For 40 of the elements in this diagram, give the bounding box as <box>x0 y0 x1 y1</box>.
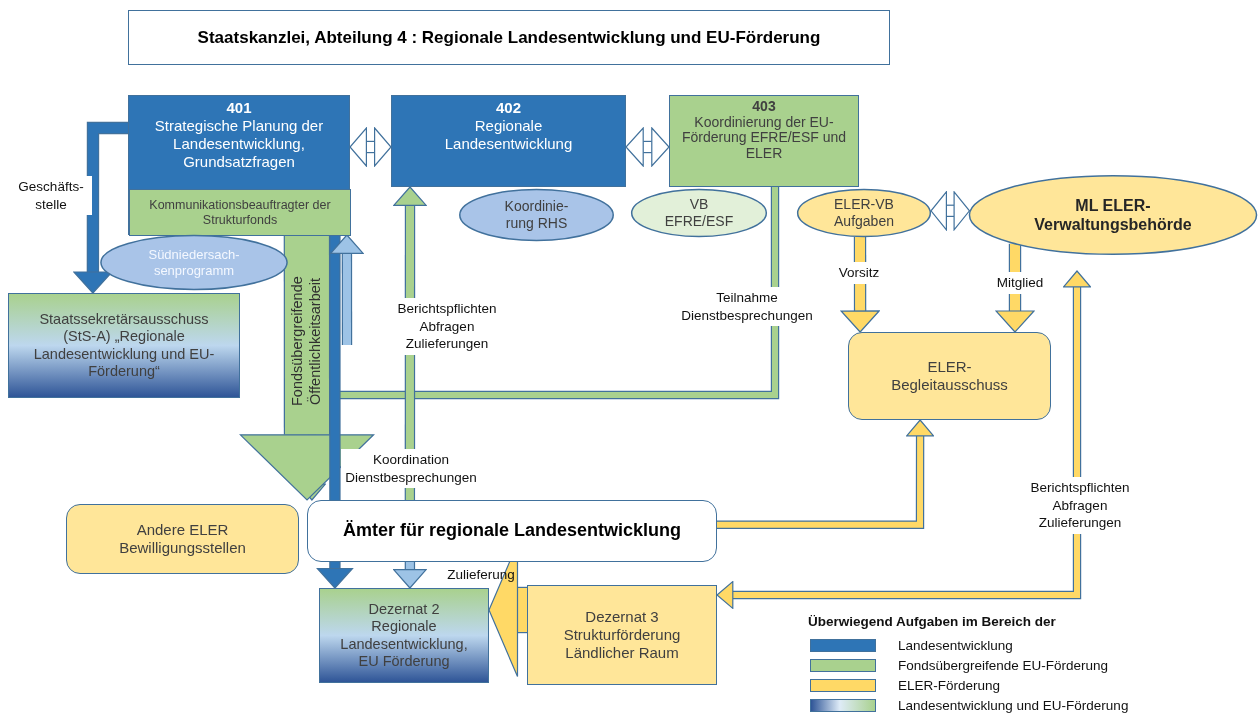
oval-shape <box>968 175 1258 255</box>
legend-text: Landesentwicklung <box>898 638 1013 653</box>
department-number: 402 <box>496 99 521 117</box>
department-box <box>669 95 859 187</box>
committee-box <box>848 332 1051 420</box>
node-text: ELER- Begleitausschuss <box>890 358 1009 394</box>
node-text: VB EFRE/ESF <box>663 196 735 230</box>
legend-text: Fondsübergreifende EU-Förderung <box>898 658 1109 673</box>
unit-box <box>527 585 717 685</box>
oval-shape <box>631 189 767 237</box>
committee-box <box>8 293 240 398</box>
oval-shape <box>100 235 288 290</box>
node-text: Strategische Planung der Landesentwicklung, Grundsatzfragen <box>153 117 325 171</box>
node-text: Koordinierung der EU- Förderung EFRE/ESF und ELER <box>680 114 848 162</box>
oval-shape <box>797 189 931 237</box>
node-text: Regionale Landesentwicklung <box>443 117 574 153</box>
legend-title: Überwiegend Aufgaben im Bereich der <box>808 614 1056 629</box>
legend-text: Landesentwicklung und EU-Förderung <box>898 698 1129 713</box>
role-band <box>129 189 351 236</box>
department-box <box>128 95 350 235</box>
legend-text: ELER-Förderung <box>898 678 1001 693</box>
diagram-title: Staatskanzlei, Abteilung 4 : Regionale Landesentwicklung und EU-Förderung <box>128 10 890 65</box>
oval-shape <box>459 189 614 241</box>
node-text: Dezernat 3 Strukturförderung Ländlicher Raum <box>562 608 682 662</box>
node-text: Staatssekretärsausschuss (StS-A) „Regionale Landesentwicklung und EU-Förderung“ <box>32 310 216 381</box>
node-text: Dezernat 2 Regionale Landesentwicklung, EU Förderung <box>340 600 468 671</box>
node-text: Ämter für regionale Landesentwicklung <box>342 520 682 542</box>
node-text: Andere ELER Bewilligungsstellen <box>118 521 247 557</box>
department-number: 403 <box>752 99 776 115</box>
unit-box <box>319 588 489 683</box>
node-text: Südniedersach- senprogramm <box>147 246 241 279</box>
edge-label: Fondsübergreifende Öffentlichkeitsarbeit <box>287 275 324 408</box>
office-box <box>307 500 717 562</box>
department-number: 401 <box>226 99 252 117</box>
node-text: ELER-VB Aufgaben <box>833 196 895 230</box>
node-text: ML ELER- Verwaltungsbehörde <box>1033 195 1193 235</box>
office-box <box>66 504 299 574</box>
department-box <box>391 95 626 187</box>
node-text: Kommunikationsbeauftragter der Strukturfonds <box>148 197 332 228</box>
node-text: Koordinie- rung RHS <box>503 198 570 232</box>
